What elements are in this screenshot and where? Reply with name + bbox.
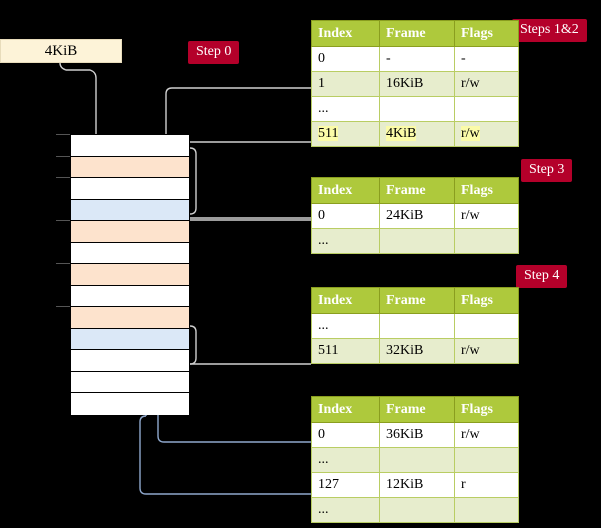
cell-frame [379,447,455,473]
cell-frame [379,313,455,339]
cell-flags: r/w [454,203,519,229]
memory-frame-row [71,221,189,243]
cell-index: 1 [311,71,380,97]
table-row: 0-- [311,46,519,72]
column-header-frame: Frame [379,177,455,204]
memory-frame-row [71,350,189,372]
column-header-flags: Flags [454,177,519,204]
badge-step-3: Step 3 [521,159,573,182]
cell-frame: 12KiB [379,472,455,498]
column-header-index: Index [311,287,380,314]
column-header-index: Index [311,20,380,47]
memory-frame-row [71,285,189,307]
wire-mem-to-l2 [164,290,311,365]
column-header-frame: Frame [379,287,455,314]
wire-steps12 [165,87,311,156]
wire-step3 [171,217,311,246]
cell-index: 511 [311,121,380,147]
cell-index: ... [311,447,380,473]
column-header-index: Index [311,396,380,423]
cell-flags [454,228,519,254]
memory-frame-row [71,371,189,393]
cell-index: ... [311,497,380,523]
cell-index: 0 [311,203,380,229]
cell-flags: - [454,46,519,72]
column-header-index: Index [311,177,380,204]
memory-frame-row [71,135,189,157]
column-header-frame: Frame [379,20,455,47]
cell-frame: 24KiB [379,203,455,229]
cell-index: ... [311,313,380,339]
column-header-flags: Flags [454,396,519,423]
cell-flags: r/w [454,422,519,448]
cell-frame: 32KiB [379,338,455,364]
table-row: ... [311,497,519,523]
wire-step0 [59,61,108,156]
badge-steps-1-2: Steps 1&2 [512,19,587,42]
memory-frame-row [71,178,189,200]
cell-index: 127 [311,472,380,498]
table-row: ... [311,447,519,473]
cell-frame [379,228,455,254]
table-row: ... [311,228,519,254]
memory-tick [56,306,70,307]
badge-step-0: Step 0 [188,41,240,64]
column-header-frame: Frame [379,396,455,423]
column-header-flags: Flags [454,20,519,47]
cell-index: 0 [311,422,380,448]
cell-flags: r/w [454,121,519,147]
memory-frame-row [71,264,189,286]
cell-frame [379,96,455,122]
cell-frame [379,497,455,523]
cell-flags [454,313,519,339]
memory-tick [56,220,70,221]
memory-tick [56,155,70,157]
cell-frame: 4KiB [379,121,455,147]
cell-flags [454,497,519,523]
physical-memory-column [70,134,190,415]
cell-flags [454,447,519,473]
cell-index: ... [311,96,380,122]
memory-frame-row [71,242,189,264]
cell-flags: r [454,472,519,498]
memory-frame-row [71,307,189,329]
memory-frame-row [71,393,189,415]
cell-flags [454,96,519,122]
table-row: ... [311,313,519,339]
memory-frame-row [71,328,189,350]
cell-index: ... [311,228,380,254]
cell-frame: 36KiB [379,422,455,448]
cell-index: 511 [311,338,380,364]
memory-frame-row [71,199,189,221]
memory-tick [56,263,70,264]
column-header-flags: Flags [454,287,519,314]
memory-tick [56,134,70,135]
cell-frame: 16KiB [379,71,455,97]
badge-step-4: Step 4 [516,265,568,288]
cell-flags: r/w [454,338,519,364]
cell-index: 0 [311,46,380,72]
memory-tick [56,177,70,178]
table-row: ... [311,96,519,122]
cell-frame: - [379,46,455,72]
size-box-4kib: 4KiB [0,39,122,63]
memory-frame-row [71,156,189,178]
cell-flags: r/w [454,71,519,97]
